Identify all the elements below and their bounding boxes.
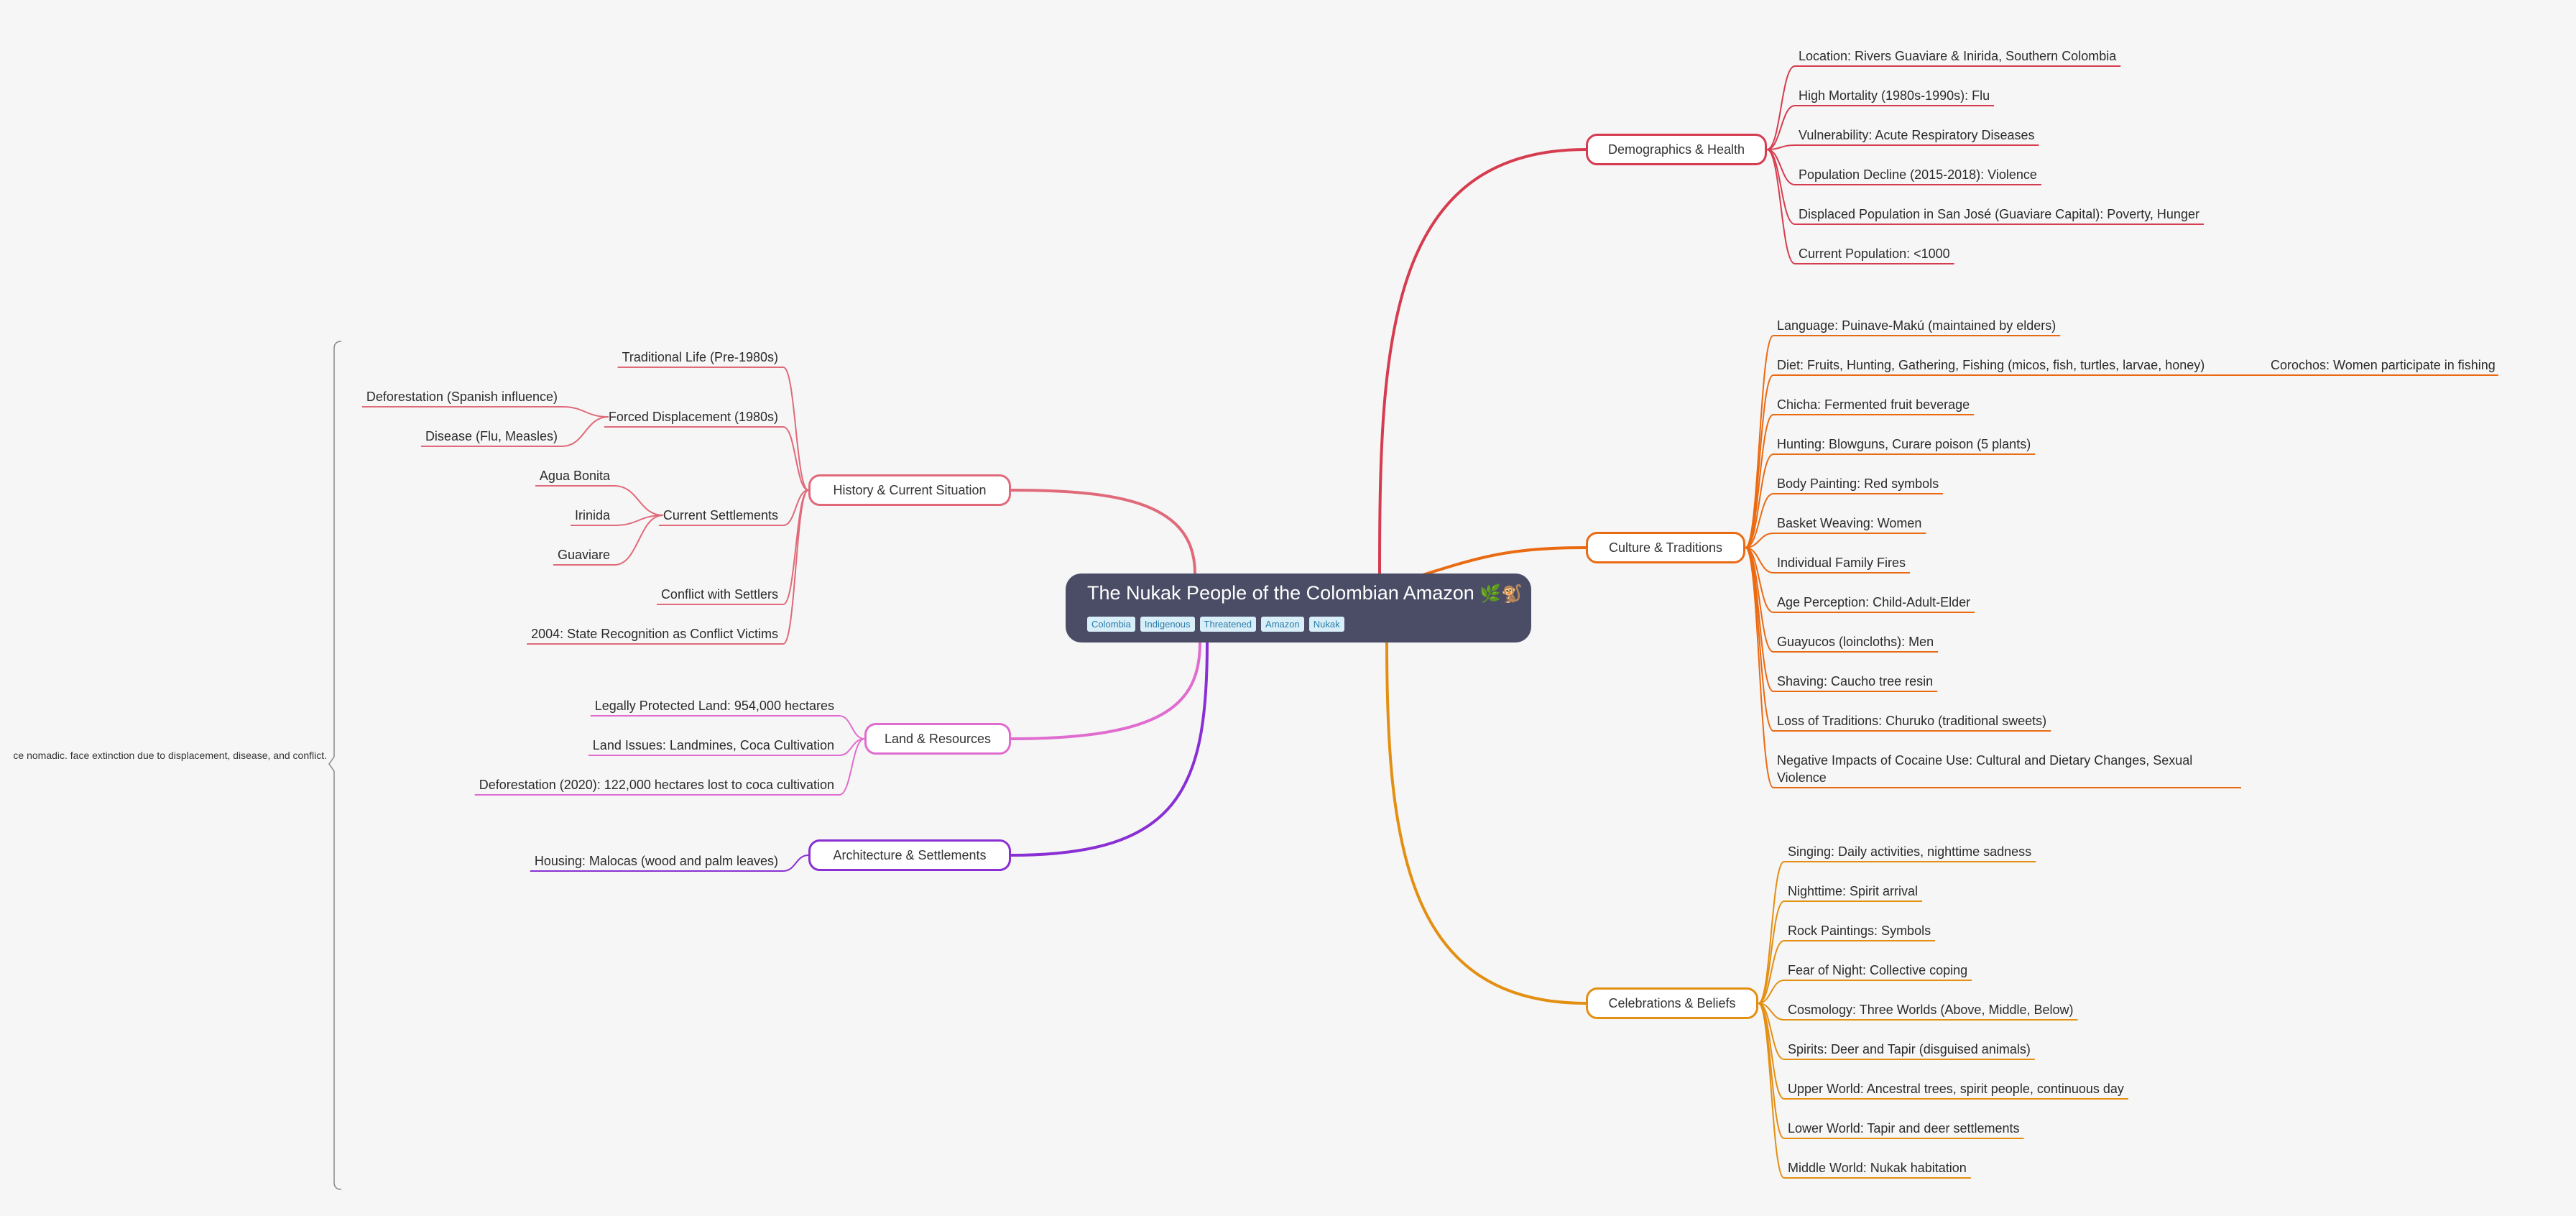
leaf-language[interactable]: Language: Puinave-Makú (maintained by el… [1777, 318, 2056, 333]
link-leaf-agua-bonita [535, 485, 663, 516]
leaf-loss-of-traditions[interactable]: Loss of Traditions: Churuko (traditional… [1777, 714, 2047, 728]
leaf-diet[interactable]: Diet: Fruits, Hunting, Gathering, Fishin… [1777, 358, 2205, 372]
link-leaf-high-mortality [1766, 105, 1995, 150]
leaf-cosmology[interactable]: Cosmology: Three Worlds (Above, Middle, … [1788, 1003, 2074, 1017]
link-leaf-lower-world [1758, 1003, 2024, 1139]
leaf-basket-weaving[interactable]: Basket Weaving: Women [1777, 516, 1922, 530]
leaf-land-issues[interactable]: Land Issues: Landmines, Coca Cultivation [592, 738, 834, 752]
link-leaf-singing [1758, 861, 2036, 1004]
link-center-culture [1422, 546, 1587, 576]
branch-architecture-settlements[interactable]: Architecture & Settlements [808, 839, 1011, 871]
branch-demographics-health[interactable]: Demographics & Health [1586, 134, 1767, 165]
leaf-spirits[interactable]: Spirits: Deer and Tapir (disguised anima… [1788, 1042, 2031, 1056]
link-leaf-family-fires [1745, 547, 1911, 574]
leaf-conflict-settlers[interactable]: Conflict with Settlers [660, 587, 778, 602]
leaf-deforestation-spanish[interactable]: Deforestation (Spanish influence) [366, 390, 558, 404]
leaf-disease[interactable]: Disease (Flu, Measles) [425, 429, 558, 443]
leaf-chicha[interactable]: Chicha: Fermented fruit beverage [1777, 397, 1970, 412]
branch-celebrations-beliefs[interactable]: Celebrations & Beliefs [1586, 987, 1758, 1019]
link-leaf-population-decline [1766, 149, 2041, 185]
link-leaf-cocaine-impacts [1745, 547, 2241, 788]
leaf-vulnerability[interactable]: Vulnerability: Acute Respiratory Disease… [1799, 128, 2035, 142]
link-leaf-rock-paintings [1758, 940, 1936, 1004]
leaf-upper-world[interactable]: Upper World: Ancestral trees, spirit peo… [1788, 1082, 2124, 1096]
central-topic[interactable]: The Nukak People of the Colombian Amazon… [1066, 574, 1531, 642]
tag-colombia[interactable]: Colombia [1087, 617, 1135, 632]
leaf-hunting[interactable]: Hunting: Blowguns, Curare poison (5 plan… [1777, 437, 2031, 451]
link-leaf-vulnerability [1766, 144, 2039, 150]
leaf-body-painting[interactable]: Body Painting: Red symbols [1777, 476, 1939, 491]
leaf-family-fires[interactable]: Individual Family Fires [1777, 556, 1906, 570]
tag-indigenous[interactable]: Indigenous [1140, 617, 1195, 632]
leaf-current-population[interactable]: Current Population: <1000 [1799, 247, 1950, 261]
leaf-rock-paintings[interactable]: Rock Paintings: Symbols [1788, 923, 1931, 938]
link-leaf-diet [1745, 374, 2210, 548]
link-center-land [1010, 642, 1201, 740]
branch-land-resources[interactable]: Land & Resources [864, 723, 1011, 755]
link-leaf-cosmology [1758, 1003, 2078, 1021]
leaf-agua-bonita[interactable]: Agua Bonita [539, 469, 610, 483]
link-leaf-land-issues [588, 738, 865, 756]
leaf-location[interactable]: Location: Rivers Guaviare & Inirida, Sou… [1799, 49, 2117, 63]
central-topic-title: The Nukak People of the Colombian Amazon… [1087, 582, 1523, 604]
link-leaf-traditional-life [617, 367, 809, 491]
link-leaf-deforestation-2020 [474, 738, 865, 796]
summary-bracket [328, 341, 342, 1190]
branch-culture-traditions[interactable]: Culture & Traditions [1586, 532, 1745, 563]
topic-tags: Colombia Indigenous Threatened Amazon Nu… [1087, 617, 1344, 632]
leaf-housing[interactable]: Housing: Malocas (wood and palm leaves) [534, 854, 778, 868]
leaf-lower-world[interactable]: Lower World: Tapir and deer settlements [1788, 1121, 2020, 1136]
branch-history-situation[interactable]: History & Current Situation [808, 474, 1011, 506]
link-center-history [1010, 489, 1196, 574]
leaf-deforestation-2020[interactable]: Deforestation (2020): 122,000 hectares l… [479, 778, 834, 792]
leaf-singing[interactable]: Singing: Daily activities, nighttime sad… [1788, 844, 2032, 859]
leaf-current-settlements[interactable]: Current Settlements [663, 508, 778, 522]
link-center-architecture [1010, 642, 1209, 857]
link-leaf-current-population [1766, 149, 1954, 264]
leaf-guaviare[interactable]: Guaviare [557, 548, 610, 562]
link-leaf-hunting [1745, 453, 2036, 548]
tag-amazon[interactable]: Amazon [1261, 617, 1304, 632]
leaf-forced-displacement[interactable]: Forced Displacement (1980s) [608, 410, 778, 424]
link-leaf-current-settlements [658, 489, 809, 526]
link-leaf-deforestation-spanish [361, 406, 609, 418]
link-leaf-body-painting [1745, 493, 1944, 548]
leaf-shaving[interactable]: Shaving: Caucho tree resin [1777, 674, 1934, 688]
link-leaf-chicha [1745, 414, 1975, 548]
link-leaf-housing [530, 855, 809, 872]
tag-nukak[interactable]: Nukak [1308, 617, 1344, 632]
link-leaf-forced-displacement [604, 426, 809, 491]
link-leaf-middle-world [1758, 1003, 1971, 1179]
leaf-high-mortality[interactable]: High Mortality (1980s-1990s): Flu [1799, 88, 1990, 103]
leaf-irinida[interactable]: Irinida [574, 508, 610, 522]
link-leaf-basket-weaving [1745, 533, 1926, 548]
leaf-population-decline[interactable]: Population Decline (2015-2018): Violence [1799, 167, 2037, 182]
leaf-guayucos[interactable]: Guayucos (loincloths): Men [1777, 635, 1934, 649]
link-leaf-state-recognition [527, 489, 809, 645]
leaf-fear-of-night[interactable]: Fear of Night: Collective coping [1788, 963, 1968, 977]
leaf-cocaine-impacts[interactable]: Negative Impacts of Cocaine Use: Cultura… [1777, 753, 2193, 785]
link-leaf-location [1766, 65, 2121, 150]
link-center-celebrations [1385, 642, 1587, 1005]
link-leaf-disease [420, 416, 609, 447]
link-leaf-guaviare [553, 515, 663, 566]
central-topic-label: The Nukak People of the Colombian Amazon [1087, 582, 1474, 604]
leaf-corochos[interactable]: Corochos: Women participate in fishing [2271, 358, 2496, 372]
link-leaf-nighttime [1758, 901, 1923, 1004]
link-leaf-fear-of-night [1758, 980, 1972, 1004]
leaf-age-perception[interactable]: Age Perception: Child-Adult-Elder [1777, 595, 1971, 609]
leaf-nighttime[interactable]: Nighttime: Spirit arrival [1788, 884, 1919, 898]
link-center-demographics [1378, 148, 1587, 574]
leaf-protected-land[interactable]: Legally Protected Land: 954,000 hectares [594, 699, 834, 713]
leaf-middle-world[interactable]: Middle World: Nukak habitation [1788, 1161, 1967, 1175]
plant-monkey-emoji-icon: 🌿🐒 [1479, 584, 1523, 604]
link-leaf-irinida [570, 515, 663, 526]
leaf-state-recognition[interactable]: 2004: State Recognition as Conflict Vict… [531, 627, 778, 641]
leaf-traditional-life[interactable]: Traditional Life (Pre-1980s) [622, 350, 778, 364]
link-leaf-protected-land [590, 715, 865, 740]
summary-text: ce nomadic. face extinction due to displ… [13, 750, 327, 761]
tag-threatened[interactable]: Threatened [1199, 617, 1257, 632]
leaf-displaced-population[interactable]: Displaced Population in San José (Guavia… [1799, 207, 2199, 221]
